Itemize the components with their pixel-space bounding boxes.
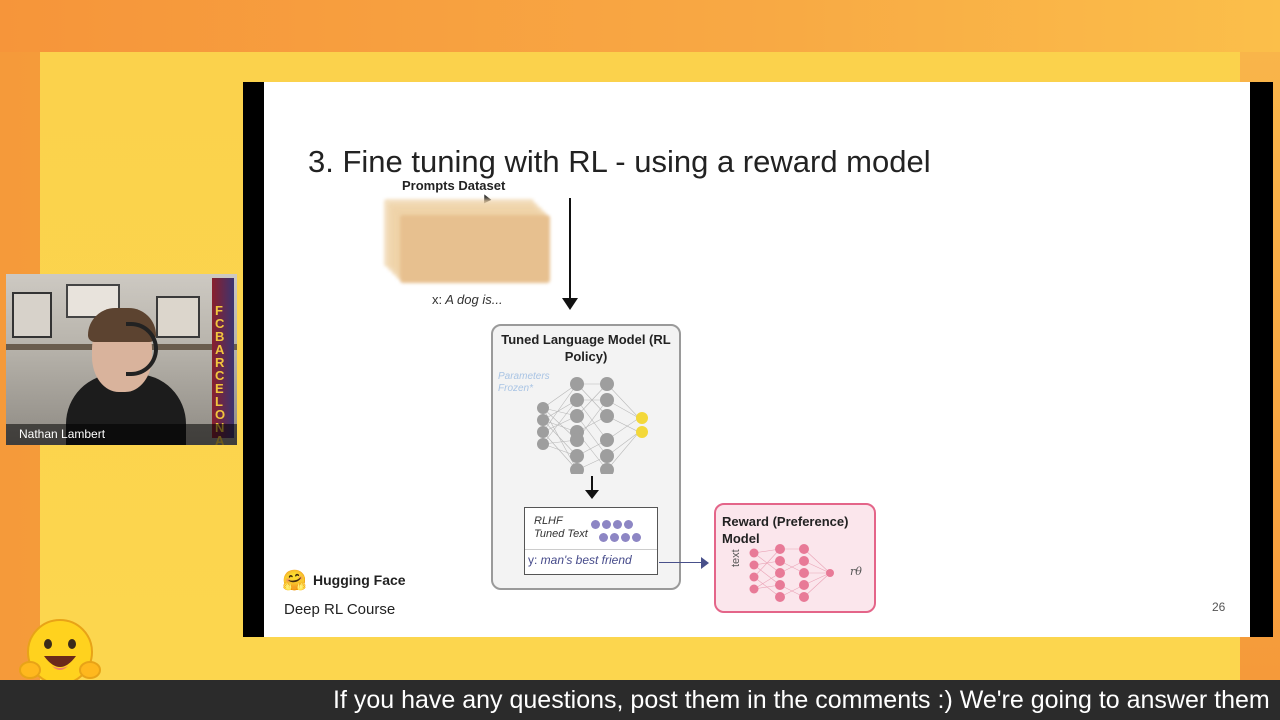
reward-output-label: rθ (850, 565, 862, 578)
token-icon (610, 533, 619, 542)
course-name: Deep RL Course (284, 601, 396, 618)
token-icon (613, 520, 622, 529)
prompt-card (400, 215, 550, 283)
token-icon (599, 533, 608, 542)
participant-name-tag: Nathan Lambert (6, 424, 237, 445)
token-row (599, 529, 643, 547)
output-prefix: y: (528, 553, 538, 567)
slide-title: 3. Fine tuning with RL - using a reward … (308, 144, 931, 179)
background-top-band (0, 0, 1280, 52)
reward-network-icon (749, 544, 834, 602)
prompt-text: A dog is... (442, 292, 503, 307)
prompts-dataset-label: Prompts Dataset (402, 178, 506, 193)
hugging-face-emoji-icon (19, 619, 101, 685)
token-icon (624, 520, 633, 529)
hugging-face-logo-icon: 🤗 (282, 570, 307, 592)
down-arrow-icon (569, 198, 571, 304)
token-icon (591, 520, 600, 529)
webcam-feed: FCBARCELONA (6, 274, 237, 445)
reward-title: Reward (Preference) Model (722, 514, 849, 546)
wall-frame (156, 296, 200, 338)
tuned-text-label: RLHF Tuned Text (534, 515, 588, 541)
tuned-text-label-line1: RLHF (534, 515, 563, 527)
scrolling-caption: If you have any questions, post them in … (333, 686, 1270, 714)
banner (212, 278, 234, 438)
wall-frame (12, 292, 52, 338)
token-icon (602, 520, 611, 529)
participant-name: Nathan Lambert (19, 427, 106, 441)
reward-model-box: Reward (Preference) Model text rθ (714, 503, 876, 613)
caption-bar: If you have any questions, post them in … (0, 680, 1280, 720)
output-text: man's best friend (537, 553, 632, 567)
token-icon (621, 533, 630, 542)
policy-network-icon (537, 377, 648, 474)
down-arrow-icon (591, 476, 593, 494)
reward-input-label: text (730, 549, 742, 567)
brand-name: Hugging Face (313, 572, 406, 588)
arrow-head-icon (562, 298, 578, 310)
policy-title: Tuned Language Model (RL Policy) (501, 332, 671, 364)
tuned-text-label-line2: Tuned Text (534, 528, 588, 540)
divider (525, 549, 657, 550)
arrow-head-icon (701, 557, 709, 569)
prompt-example: x: A dog is... (432, 292, 503, 307)
slide-page-number: 26 (1212, 600, 1226, 614)
token-row (591, 516, 635, 534)
frozen-parameters-note: Parameters Frozen* (498, 371, 550, 394)
policy-model-box: Tuned Language Model (RL Policy) Paramet… (491, 324, 681, 590)
tuned-text-box: RLHF Tuned Text y: man's best friend (524, 507, 658, 575)
arrow-head-icon (585, 490, 599, 499)
token-icon (632, 533, 641, 542)
prompt-prefix: x: (432, 292, 443, 307)
right-arrow-icon (659, 562, 705, 563)
output-example: y: man's best friend (528, 553, 632, 567)
presentation-slide: 3. Fine tuning with RL - using a reward … (264, 82, 1250, 637)
